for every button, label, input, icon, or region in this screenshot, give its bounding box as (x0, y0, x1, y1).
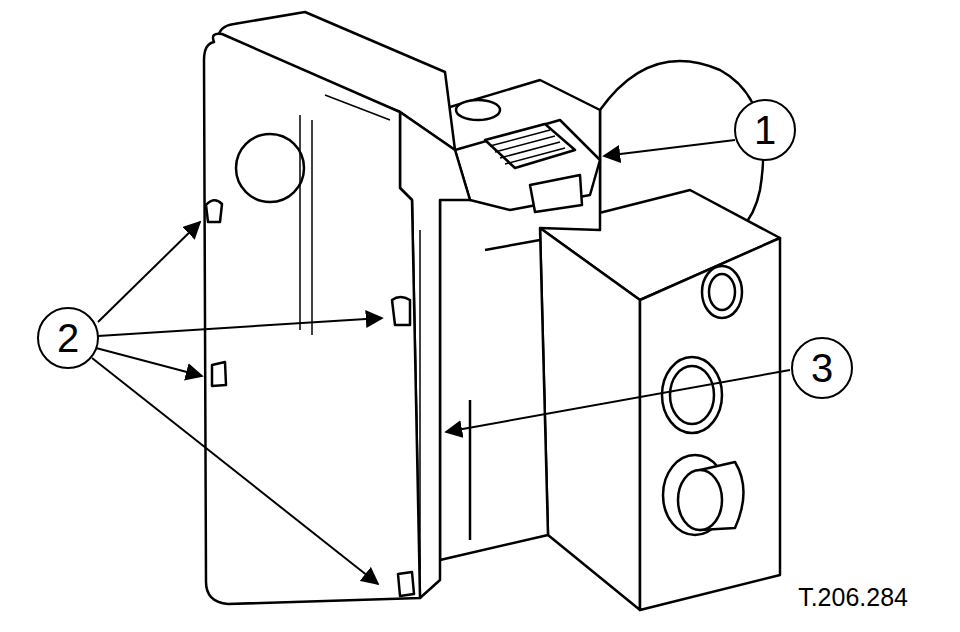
figure-code: T.206.284 (798, 583, 908, 612)
callout-circle: 1 (734, 99, 796, 161)
callout-circle: 2 (37, 307, 99, 369)
callout-circle: 3 (791, 337, 853, 399)
callout-number: 3 (811, 348, 833, 388)
callout-number: 1 (754, 110, 776, 150)
callout-number: 2 (57, 318, 79, 358)
